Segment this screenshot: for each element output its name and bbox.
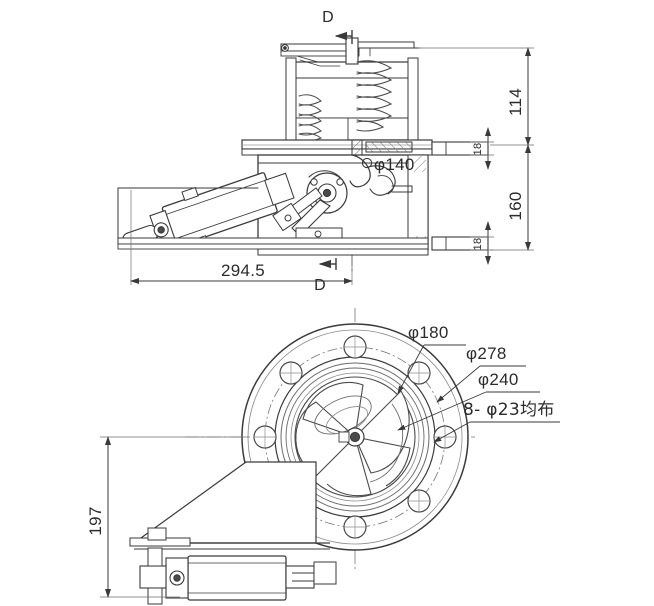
bottom-actuator-cylinder bbox=[129, 527, 337, 605]
dim-height-160: 160 bbox=[490, 144, 534, 251]
dim-length-294: 294.5 bbox=[130, 190, 353, 285]
bolt-hole bbox=[407, 361, 431, 385]
dim-disc-180: φ180 bbox=[397, 323, 466, 394]
section-label-d-bottom: D bbox=[314, 277, 326, 294]
spring-coils-right bbox=[356, 60, 393, 132]
dim-label-114: 114 bbox=[506, 88, 525, 116]
disc-hub bbox=[338, 427, 365, 447]
dim-label-18-top: 18 bbox=[472, 143, 484, 156]
bolt-hole bbox=[343, 335, 367, 359]
actuator-housing bbox=[285, 57, 419, 143]
dim-label-8-phi23: 8- φ23均布 bbox=[463, 400, 555, 420]
dim-boltholes-23: 8- φ23均布 bbox=[433, 400, 560, 443]
dim-bore-140: φ140 bbox=[361, 155, 415, 174]
dim-flange-278: φ278 bbox=[436, 344, 526, 403]
dim-label-180: φ180 bbox=[408, 323, 449, 342]
seat-ring bbox=[290, 372, 420, 502]
dim-label-197: 197 bbox=[86, 506, 105, 535]
section-marker-bottom: D bbox=[314, 258, 337, 294]
bolt-hole bbox=[343, 515, 367, 539]
bolt-hole bbox=[433, 425, 457, 449]
dim-boltcircle-240: φ240 bbox=[397, 370, 540, 431]
valve-seat-profile bbox=[349, 154, 413, 196]
top-yoke bbox=[280, 37, 421, 67]
dim-flange-18-top: 18 bbox=[470, 127, 494, 170]
dim-label-140: φ140 bbox=[374, 155, 415, 174]
dim-label-240: φ240 bbox=[478, 370, 519, 389]
mid-flange-plate bbox=[241, 139, 433, 156]
dim-label-278: φ278 bbox=[466, 344, 507, 363]
dim-label-160: 160 bbox=[506, 191, 525, 220]
section-view-group bbox=[117, 33, 489, 273]
body-ring-mid bbox=[280, 362, 430, 512]
base-rails bbox=[117, 187, 429, 256]
section-label-d-top: D bbox=[322, 9, 334, 26]
bolt-hole bbox=[407, 489, 431, 513]
dim-label-294: 294.5 bbox=[221, 261, 265, 280]
bolt-hole bbox=[279, 361, 303, 385]
dim-label-18-bottom: 18 bbox=[472, 238, 484, 251]
section-marker-top: D bbox=[322, 9, 353, 44]
dim-height-197: 197 bbox=[86, 436, 250, 598]
face-view-group bbox=[129, 308, 475, 605]
body-ring-inner bbox=[285, 367, 425, 507]
dim-flange-18-bottom: 18 bbox=[470, 221, 494, 265]
bolt-hole bbox=[253, 425, 277, 449]
